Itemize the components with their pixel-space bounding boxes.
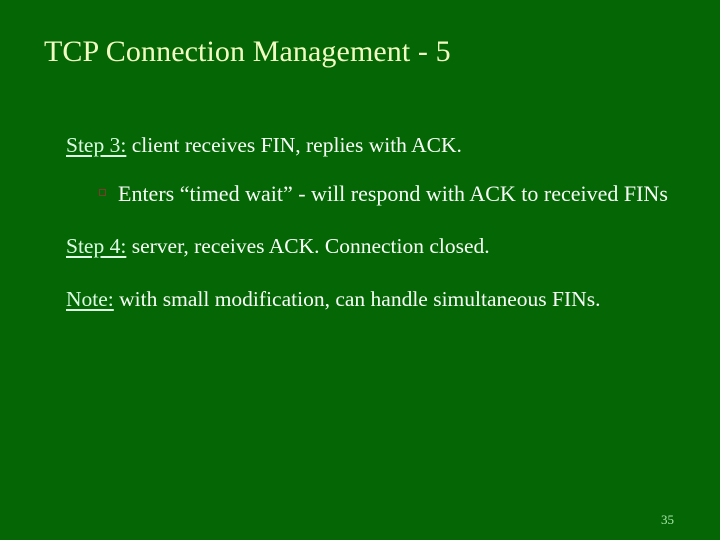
step4-text: server, receives ACK. Connection closed. bbox=[126, 234, 490, 258]
slide-body: Step 3: client receives FIN, replies wit… bbox=[66, 132, 706, 313]
page-title: TCP Connection Management - 5 bbox=[44, 35, 451, 68]
note-paragraph: Note: with small modification, can handl… bbox=[66, 286, 706, 313]
step3-paragraph: Step 3: client receives FIN, replies wit… bbox=[66, 132, 706, 159]
list-item-label: Enters “timed wait” - will respond with … bbox=[118, 181, 668, 206]
step4-label: Step 4: bbox=[66, 234, 127, 258]
square-bullet-icon bbox=[99, 189, 106, 196]
spacer bbox=[66, 209, 706, 233]
spacer bbox=[66, 260, 706, 286]
spacer bbox=[66, 159, 706, 179]
note-text: with small modification, can handle simu… bbox=[113, 287, 601, 311]
step3-text: client receives FIN, replies with ACK. bbox=[126, 133, 462, 157]
step3-label: Step 3: bbox=[66, 133, 127, 157]
list-item: Enters “timed wait” - will respond with … bbox=[66, 179, 706, 209]
note-label: Note: bbox=[66, 287, 114, 311]
step4-paragraph: Step 4: server, receives ACK. Connection… bbox=[66, 233, 706, 260]
page-number: 35 bbox=[661, 512, 674, 527]
